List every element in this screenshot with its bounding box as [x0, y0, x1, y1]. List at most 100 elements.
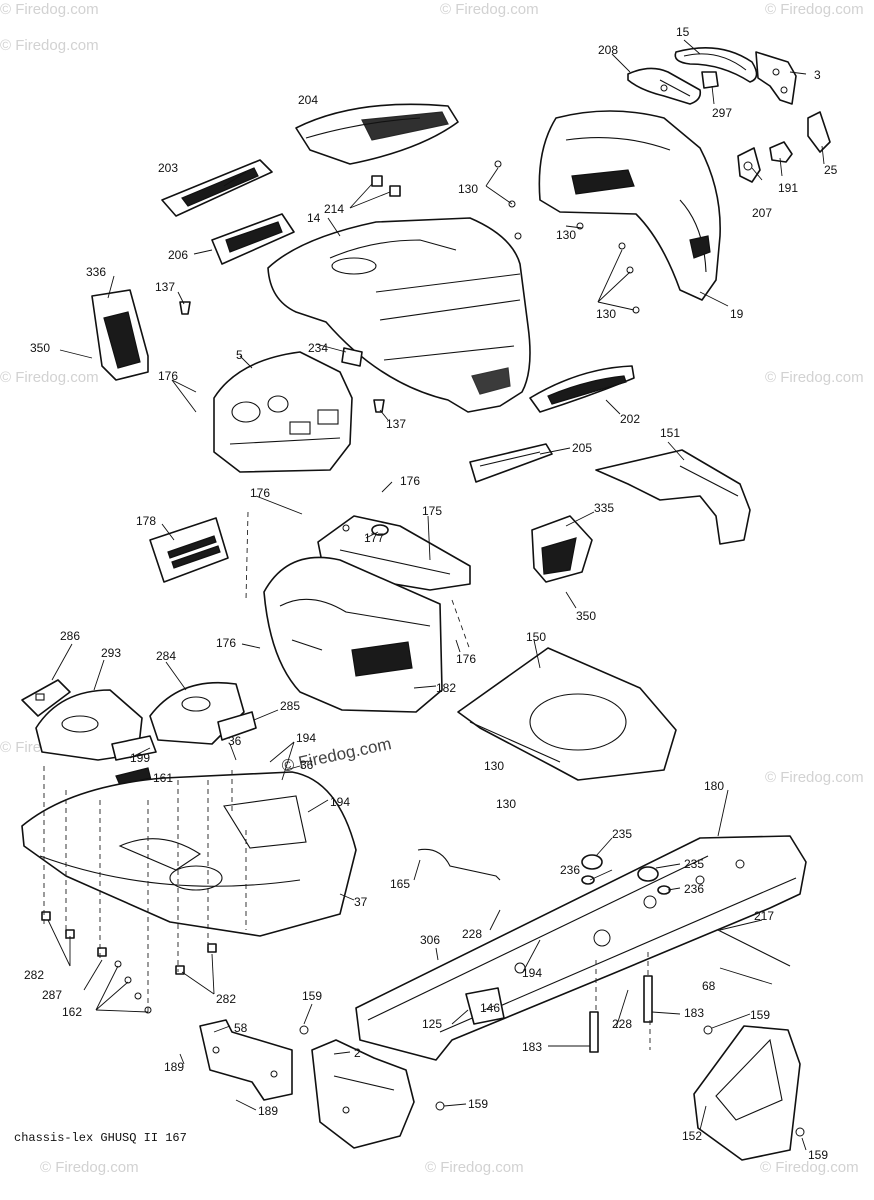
- part-182-tower: [263, 556, 443, 713]
- callout-236: 236: [560, 863, 580, 877]
- callout-3: 3: [814, 68, 821, 82]
- callout-68: 68: [702, 979, 716, 993]
- callout-214: 214: [324, 202, 344, 216]
- part-234-tab: [341, 347, 363, 367]
- callout-146: 146: [480, 1001, 500, 1015]
- part-37-fender: [21, 771, 357, 937]
- callout-189: 189: [164, 1060, 184, 1074]
- callout-217: 217: [754, 909, 774, 923]
- part-286-cap: [21, 679, 71, 717]
- watermark-text: © Firedog.com: [765, 369, 864, 386]
- part-5-dash-panel: [213, 351, 353, 473]
- part-165-rod: [417, 848, 501, 881]
- callout-150: 150: [526, 630, 546, 644]
- callout-205: 205: [572, 441, 592, 455]
- callout-177: 177: [364, 531, 384, 545]
- callout-178: 178: [136, 514, 156, 528]
- callout-285: 285: [280, 699, 300, 713]
- watermark-text: © Firedog.com: [765, 769, 864, 786]
- callout-165: 165: [390, 877, 410, 891]
- callout-182: 182: [436, 681, 456, 695]
- callout-287: 287: [42, 988, 62, 1002]
- callout-162: 162: [62, 1005, 82, 1019]
- part-199-decal: [111, 735, 157, 761]
- callout-176: 176: [456, 652, 476, 666]
- part-146-bracket: [465, 987, 505, 1025]
- callout-286: 286: [60, 629, 80, 643]
- callout-350: 350: [30, 341, 50, 355]
- part-236-spacers: [581, 875, 671, 895]
- dashed-guides: [43, 511, 651, 1050]
- callout-228: 228: [462, 927, 482, 941]
- callout-15: 15: [676, 25, 690, 39]
- watermark-text: © Firedog.com: [760, 1159, 859, 1176]
- callout-180: 180: [704, 779, 724, 793]
- callout-130: 130: [484, 759, 504, 773]
- callout-58: 58: [234, 1021, 248, 1035]
- part-58-bracket: [199, 1019, 293, 1101]
- callout-208: 208: [598, 43, 618, 57]
- callout-235: 235: [684, 857, 704, 871]
- callout-130: 130: [496, 797, 516, 811]
- callout-152: 152: [682, 1129, 702, 1143]
- callout-36: 36: [228, 734, 242, 748]
- part-214-fastener: [371, 175, 401, 197]
- callout-161: 161: [153, 771, 173, 785]
- callout-14: 14: [307, 211, 321, 225]
- part-162-screws: [114, 960, 152, 1014]
- part-285-cover: [217, 711, 257, 741]
- callout-137: 137: [155, 280, 175, 294]
- callout-159: 159: [468, 1097, 488, 1111]
- callout-306: 306: [420, 933, 440, 947]
- watermark-text: © Firedog.com: [0, 369, 99, 386]
- part-203-grille: [161, 159, 273, 217]
- callout-194: 194: [522, 966, 542, 980]
- callout-130: 130: [556, 228, 576, 242]
- part-151-bracket: [595, 449, 751, 545]
- reference-code: chassis-lex GHUSQ II 167: [14, 1131, 187, 1145]
- callout-236: 236: [684, 882, 704, 896]
- callout-234: 234: [308, 341, 328, 355]
- part-336-grille: [91, 289, 149, 381]
- callout-137: 137: [386, 417, 406, 431]
- callout-203: 203: [158, 161, 178, 175]
- part-191-socket: [769, 141, 793, 163]
- callout-151: 151: [660, 426, 680, 440]
- part-206-grille: [211, 213, 295, 265]
- callout-2: 2: [354, 1046, 361, 1060]
- part-25-lens: [807, 111, 831, 153]
- callout-297: 297: [712, 106, 732, 120]
- part-208-bracket: [627, 67, 702, 105]
- callout-159: 159: [808, 1148, 828, 1162]
- callout-labels: 15 208 3 297 204 25 130 191 207 203 214 …: [24, 25, 838, 1162]
- part-235-bushings: [581, 854, 659, 882]
- watermark-text: © Firedog.com: [425, 1159, 524, 1176]
- callout-207: 207: [752, 206, 772, 220]
- callout-176: 176: [158, 369, 178, 383]
- callout-176: 176: [216, 636, 236, 650]
- callout-175: 175: [422, 504, 442, 518]
- callout-235: 235: [612, 827, 632, 841]
- callout-5: 5: [236, 348, 243, 362]
- callout-282: 282: [216, 992, 236, 1006]
- callout-228: 228: [612, 1017, 632, 1031]
- part-150-footplate: [457, 647, 677, 781]
- callout-25: 25: [824, 163, 838, 177]
- callout-176: 176: [250, 486, 270, 500]
- callout-293: 293: [101, 646, 121, 660]
- part-205-trim: [469, 443, 553, 483]
- callout-189: 189: [258, 1104, 278, 1118]
- part-159-nuts: [299, 1025, 805, 1137]
- watermark-text: © Firedog.com: [440, 1, 539, 18]
- part-3-bracket: [755, 51, 797, 105]
- watermark-text: © Firedog.com: [0, 1, 99, 18]
- part-204-cover: [295, 103, 459, 165]
- callout-282: 282: [24, 968, 44, 982]
- callout-350: 350: [576, 609, 596, 623]
- part-297-clip: [701, 71, 719, 89]
- callout-284: 284: [156, 649, 176, 663]
- part-217-rod: [717, 929, 791, 967]
- watermark-text: © Firedog.com: [765, 1, 864, 18]
- callout-125: 125: [422, 1017, 442, 1031]
- callout-159: 159: [302, 989, 322, 1003]
